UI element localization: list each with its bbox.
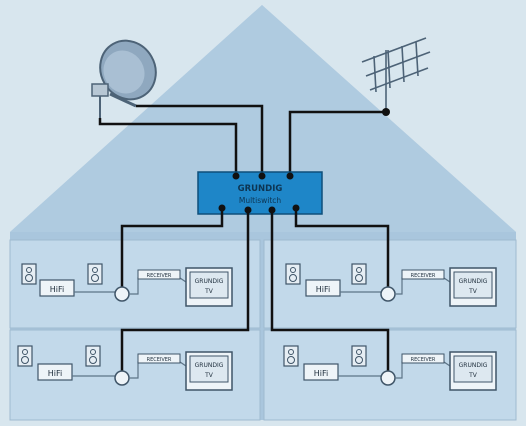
hifi-unit <box>305 279 341 297</box>
speaker-icon <box>17 345 33 367</box>
room-2-equipment: HiFi RECEIVER GRUNDIG TV <box>285 263 497 307</box>
signal-splitter-icon <box>114 286 130 302</box>
speaker-icon <box>351 345 367 367</box>
receiver-unit <box>137 353 181 364</box>
speaker-icon <box>87 263 103 285</box>
room-1-equipment: HiFi RECEIVER GRUNDIG TV <box>21 263 233 307</box>
speaker-icon <box>283 345 299 367</box>
tv-screen <box>189 355 229 383</box>
tv-screen <box>453 271 493 299</box>
tv-label: TV <box>204 288 214 295</box>
speaker-icon <box>21 263 37 285</box>
speaker-icon <box>85 345 101 367</box>
hifi-unit <box>303 363 339 381</box>
distribution-cables <box>120 208 390 372</box>
tv-screen <box>189 271 229 299</box>
terrestrial-antenna-icon <box>361 37 431 112</box>
room-3-equipment: HiFi RECEIVER GRUNDIG TV <box>17 345 233 391</box>
hifi-label: HiFi <box>50 285 64 294</box>
receiver-unit <box>401 269 445 280</box>
receiver-label: RECEIVER <box>147 357 172 363</box>
hifi-label: HiFi <box>48 369 62 378</box>
antenna-cables <box>98 104 386 174</box>
hifi-label: HiFi <box>316 285 330 294</box>
tv-label: TV <box>468 288 478 295</box>
antenna-junction-dot <box>382 108 390 116</box>
tv-label: TV <box>468 372 478 379</box>
tv-brand-label: GRUNDIG <box>459 362 488 369</box>
hifi-label: HiFi <box>314 369 328 378</box>
room-4-equipment: HiFi RECEIVER GRUNDIG TV <box>283 345 497 391</box>
speaker-icon <box>351 263 367 285</box>
signal-splitter-icon <box>114 370 130 386</box>
speaker-icon <box>285 263 301 285</box>
signal-splitter-icon <box>380 370 396 386</box>
tv-label: TV <box>204 372 214 379</box>
satellite-dish-icon <box>91 39 157 118</box>
receiver-unit <box>137 269 181 280</box>
receiver-unit <box>401 353 445 364</box>
multiswitch-brand-label: GRUNDIG <box>238 184 283 194</box>
receiver-label: RECEIVER <box>147 273 172 279</box>
tv-brand-label: GRUNDIG <box>195 278 224 285</box>
hifi-unit <box>39 279 75 297</box>
multiswitch-model-label: Multiswitch <box>239 196 282 205</box>
multiswitch-unit <box>197 171 323 215</box>
hifi-unit <box>37 363 73 381</box>
tv-brand-label: GRUNDIG <box>459 278 488 285</box>
tv-brand-label: GRUNDIG <box>195 362 224 369</box>
signal-splitter-icon <box>380 286 396 302</box>
receiver-label: RECEIVER <box>411 357 436 363</box>
receiver-label: RECEIVER <box>411 273 436 279</box>
tv-screen <box>453 355 493 383</box>
